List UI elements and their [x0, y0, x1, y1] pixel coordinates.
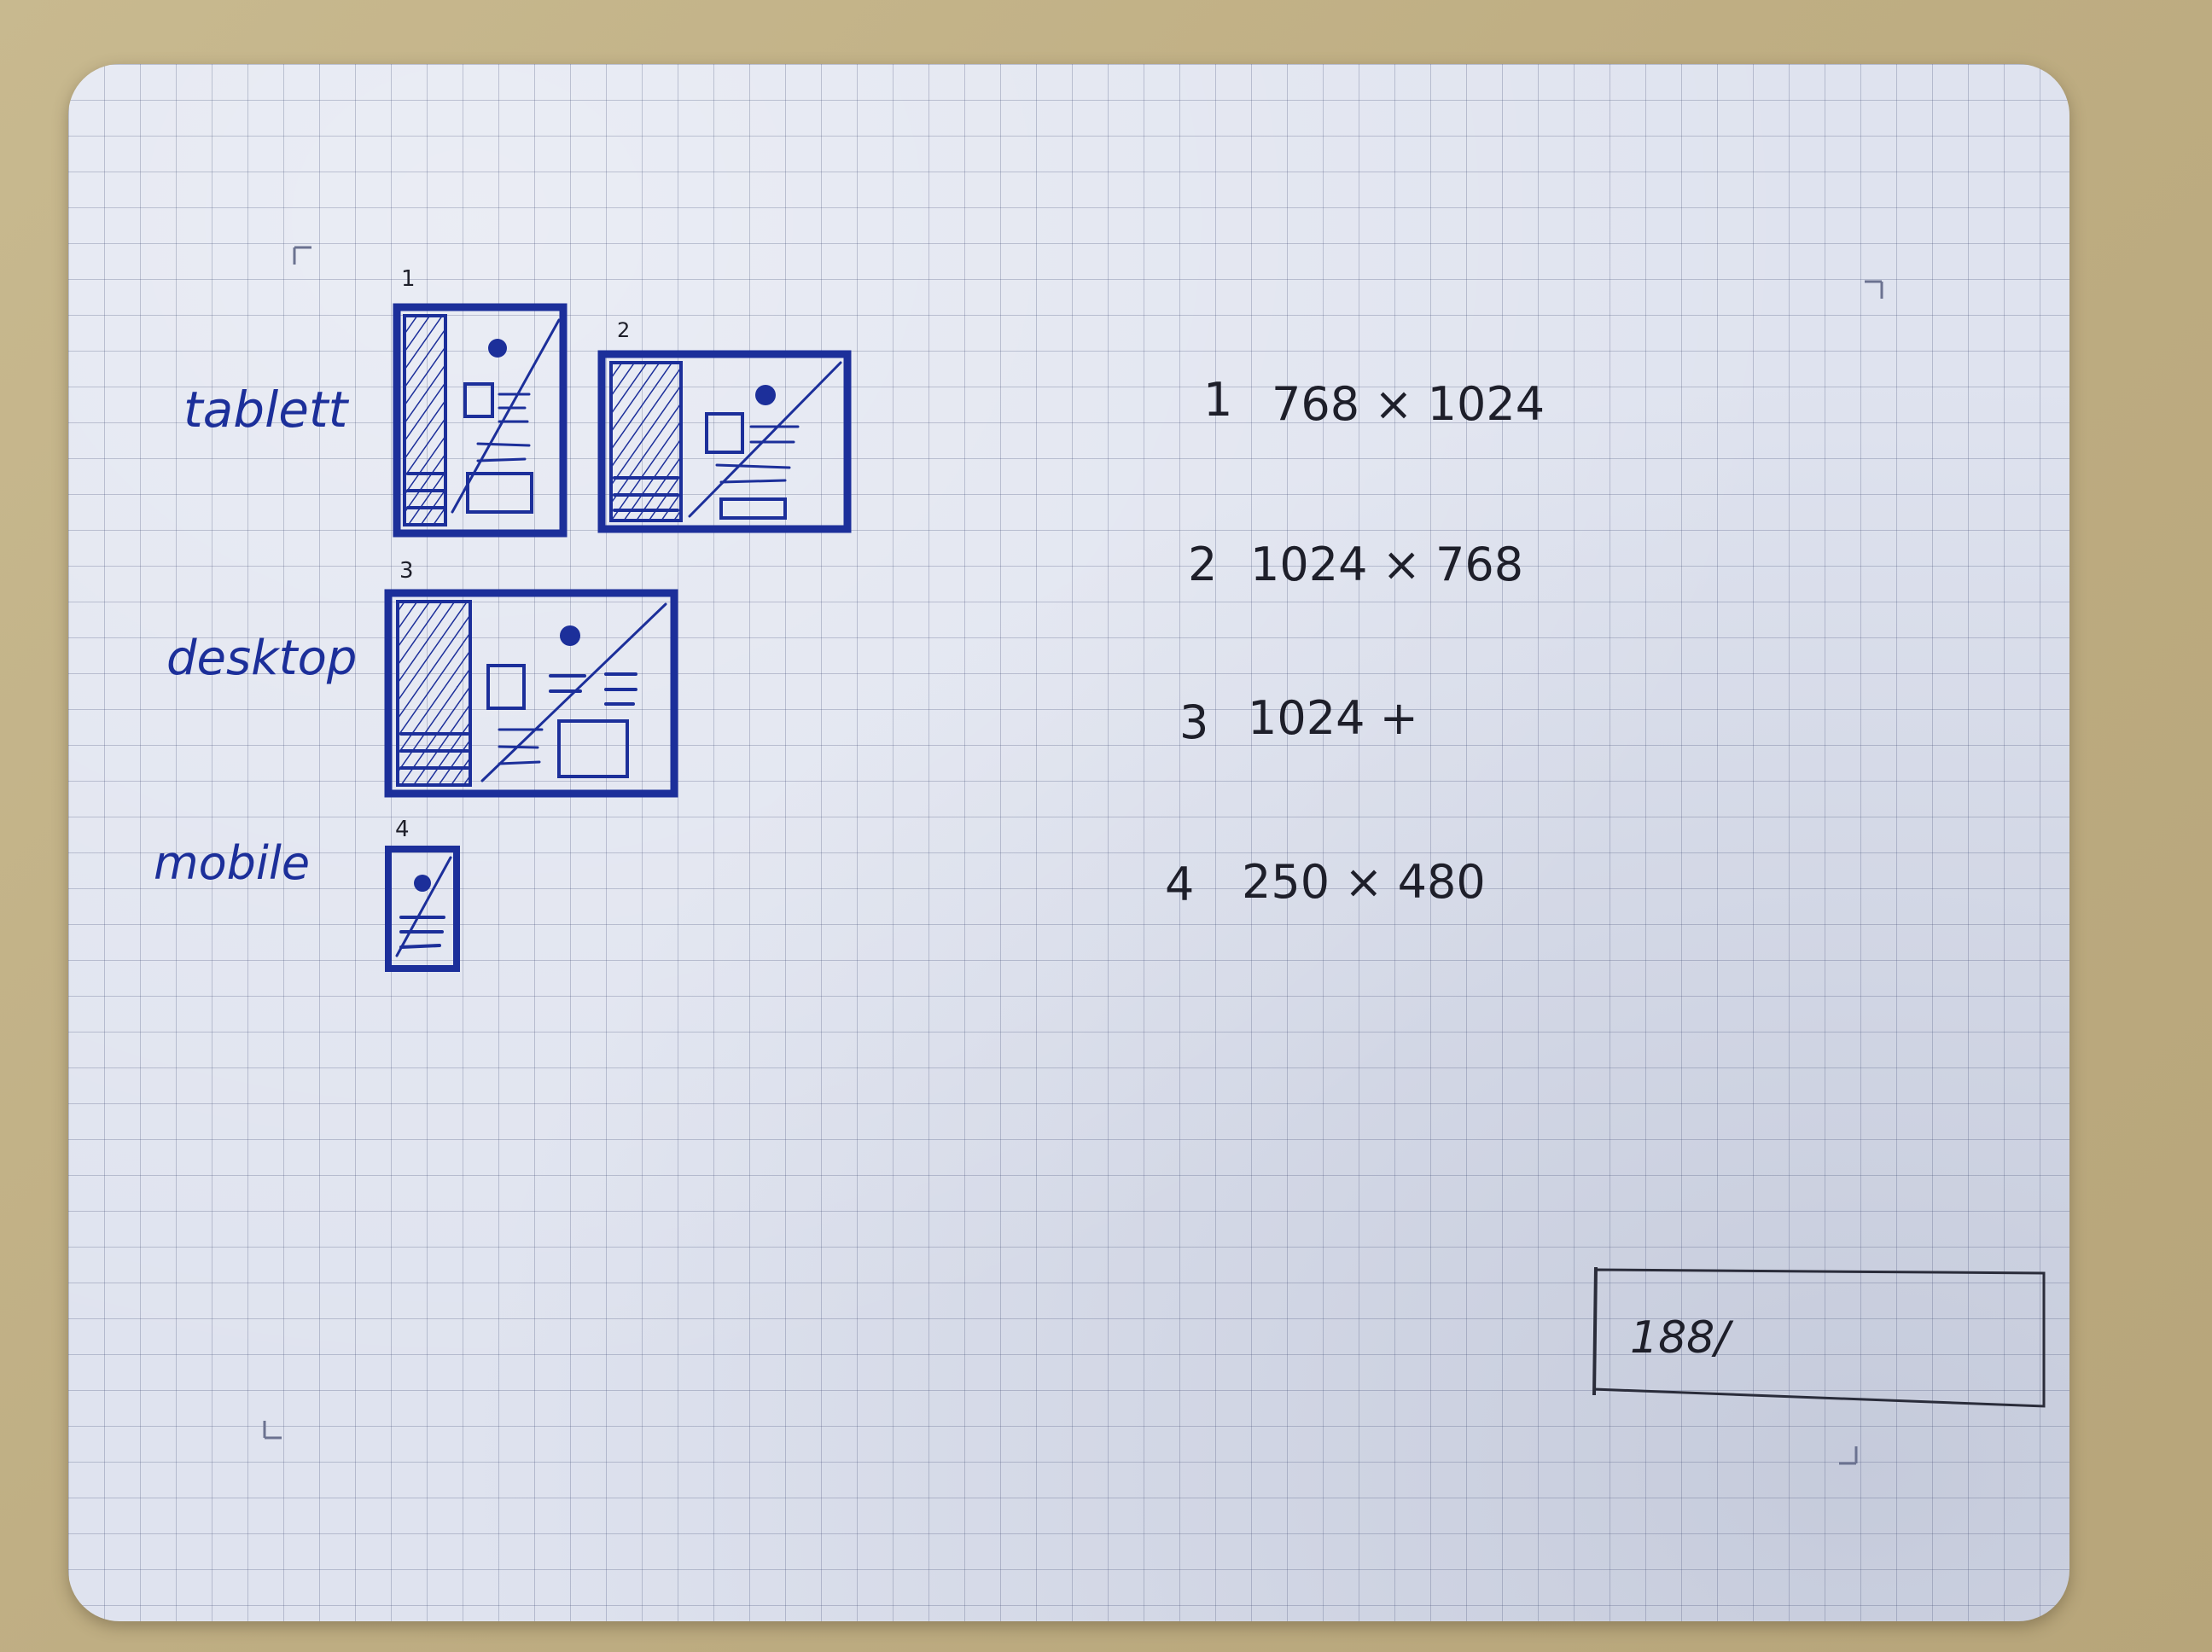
spec-list: 1 768 × 1024 2 1024 × 768 3 1024 + 4 250… [1165, 373, 1545, 911]
spec-number-1: 1 [1203, 373, 1232, 427]
spec-size-2: 1024 × 768 [1250, 538, 1523, 591]
margin-box: 188/ [1592, 1266, 2046, 1408]
spec-number-4: 4 [1165, 858, 1194, 911]
sketch-number-4: 4 [395, 817, 410, 842]
sketch-number-3: 3 [399, 558, 414, 584]
crop-marks [263, 246, 1883, 1465]
wireframe-tablet-landscape [597, 350, 852, 533]
spec-size-3: 1024 + [1248, 691, 1418, 745]
wireframe-mobile [385, 846, 460, 972]
spec-size-1: 768 × 1024 [1272, 377, 1545, 431]
sketch-number-2: 2 [617, 318, 630, 342]
sketch-number-1: 1 [401, 266, 416, 292]
graph-paper-sheet [68, 64, 2069, 1621]
margin-note: 188/ [1630, 1312, 1734, 1364]
label-desktop: desktop [166, 631, 357, 686]
label-mobile: mobile [154, 836, 310, 890]
spec-size-4: 250 × 480 [1242, 855, 1486, 909]
wireframe-tablet-portrait [393, 303, 568, 538]
spec-number-2: 2 [1188, 538, 1217, 591]
spec-number-3: 3 [1179, 695, 1208, 749]
label-tablet: tablett [183, 381, 350, 439]
wireframe-desktop [384, 589, 678, 798]
